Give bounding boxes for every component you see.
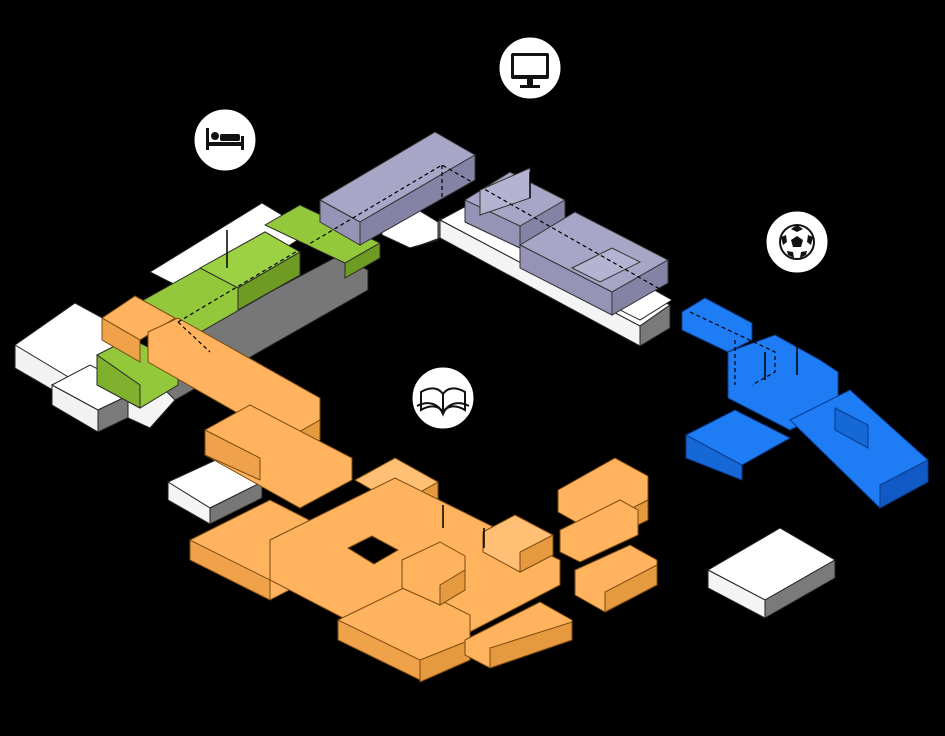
neutral-block-right: [706, 527, 837, 619]
monitor-icon: [498, 36, 562, 100]
soccer-ball-icon: [765, 210, 829, 274]
zone-media-volume: [318, 131, 670, 316]
zone-sport-volume: [681, 297, 929, 509]
bed-icon: [193, 108, 257, 172]
zone-study-volume: [101, 295, 658, 683]
open-book-icon: [411, 366, 475, 430]
dashed-connection-lines: [177, 164, 776, 386]
